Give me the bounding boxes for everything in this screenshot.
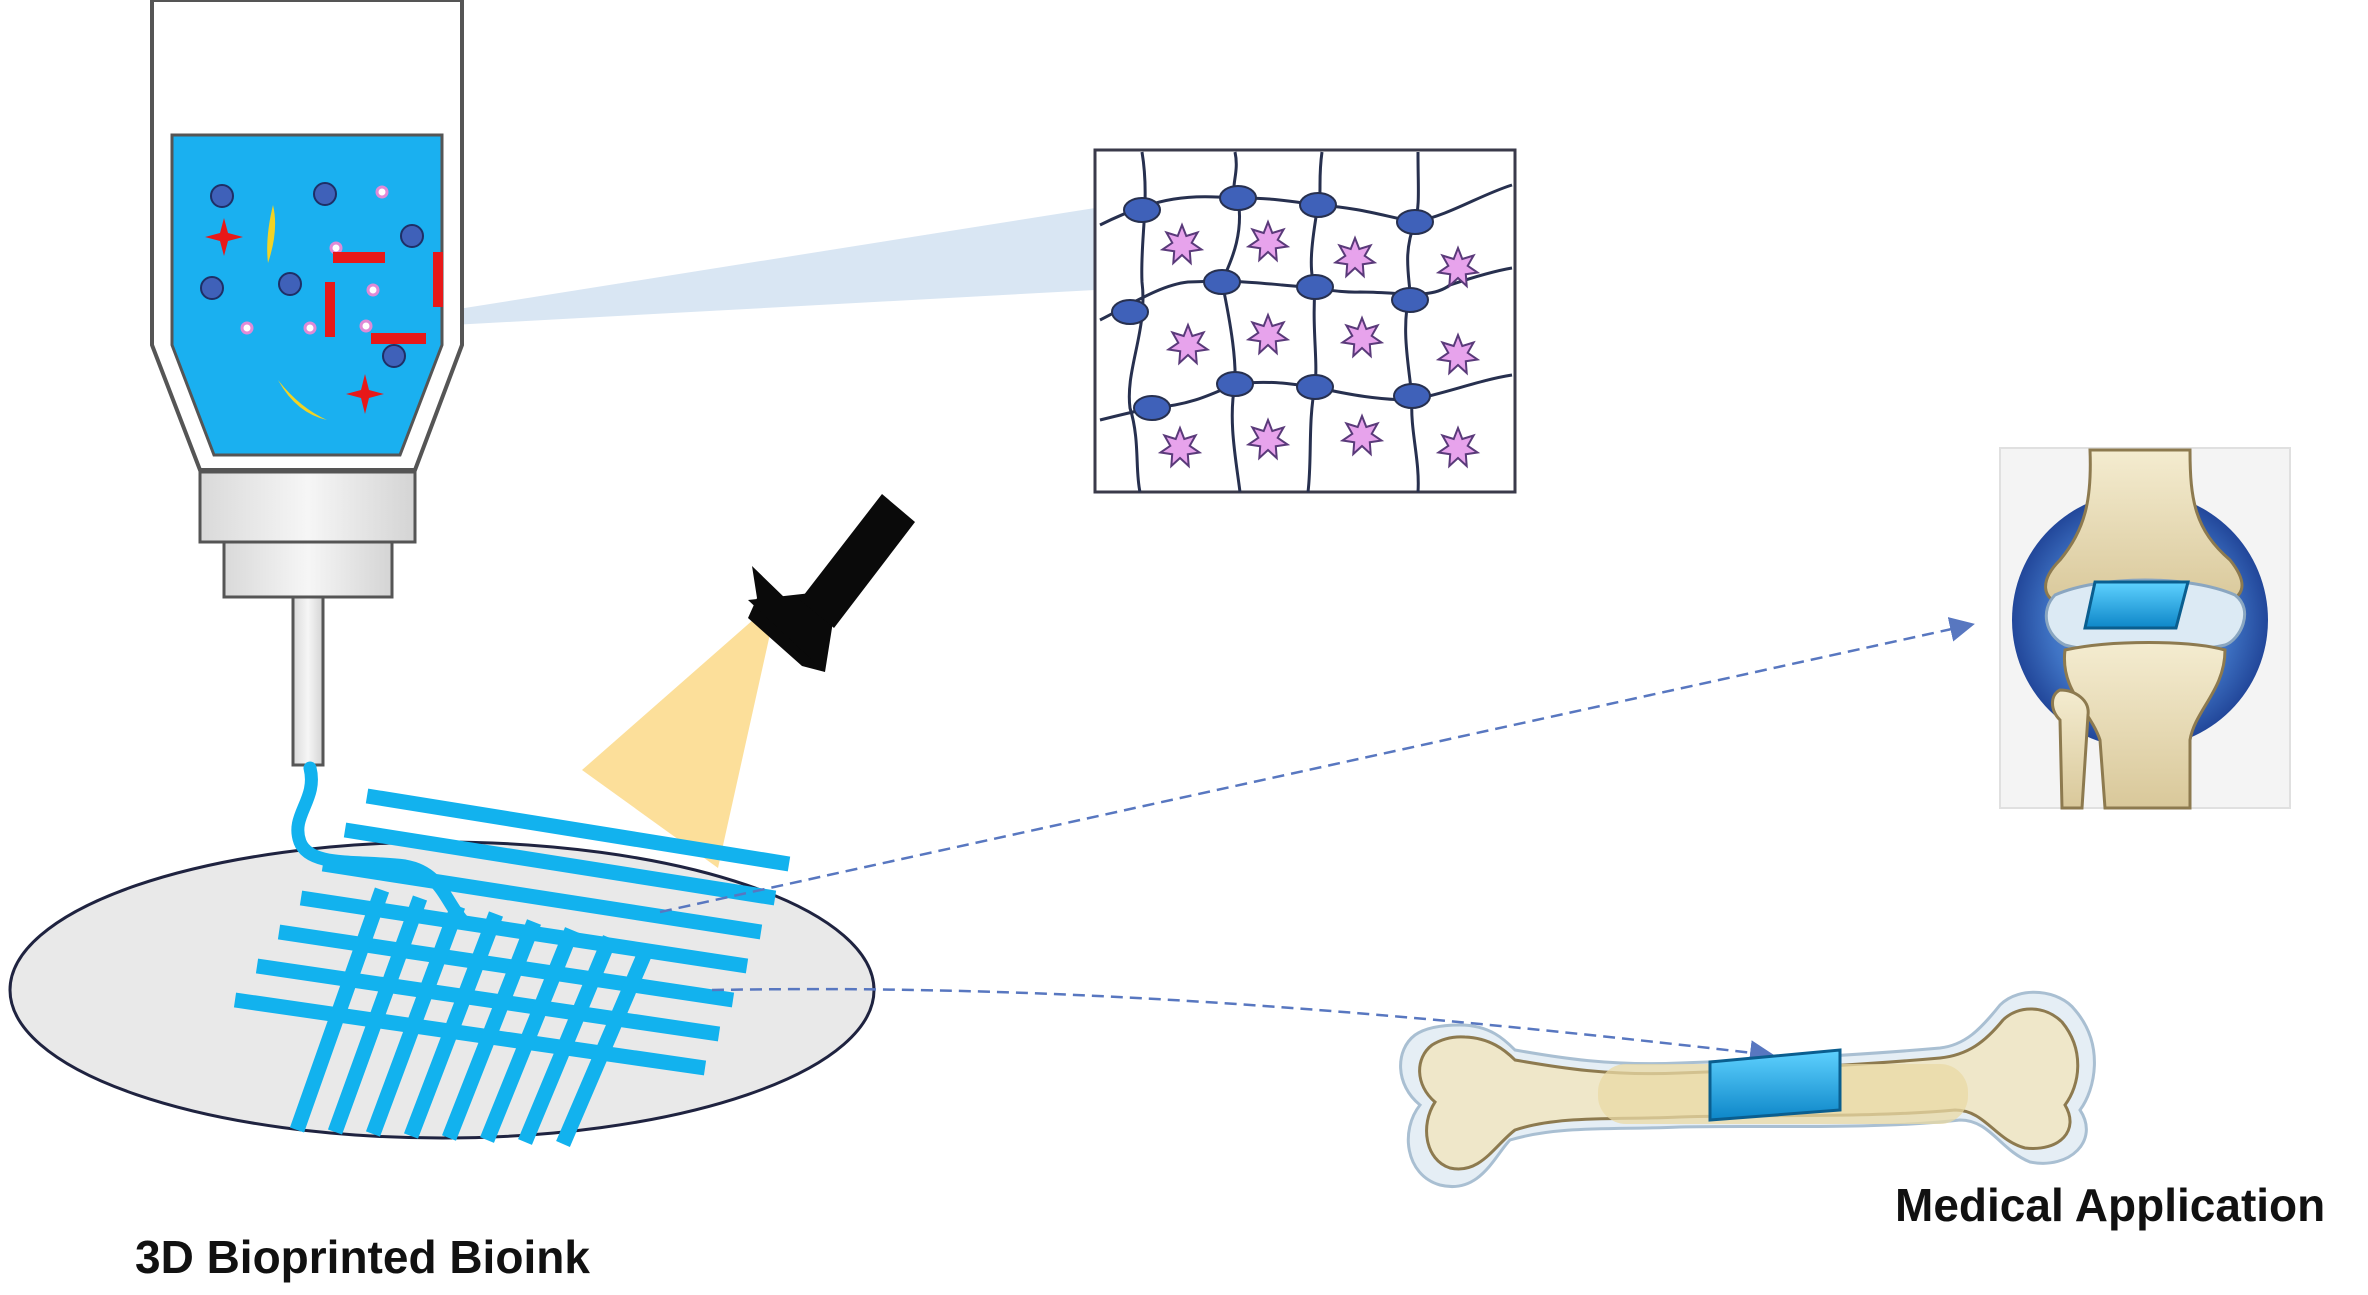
long-bone-icon xyxy=(1399,990,2096,1189)
crosslink-node xyxy=(1123,197,1161,223)
scaffold-strand xyxy=(289,887,390,1133)
scaffold-strand xyxy=(365,788,791,872)
particle xyxy=(240,321,254,335)
encapsulated-particle xyxy=(1245,219,1291,263)
knee-implant xyxy=(2083,580,2190,630)
cell xyxy=(400,224,424,248)
cartridge-cap xyxy=(222,540,394,599)
encapsulated-particle xyxy=(1245,417,1291,461)
scaffold-strand xyxy=(556,943,655,1147)
scaffold-strand xyxy=(277,924,735,1008)
encapsulated-particle xyxy=(1159,222,1205,266)
red-star xyxy=(346,374,384,414)
printed-scaffold-dish xyxy=(8,761,876,1147)
crosslink-node xyxy=(1296,374,1334,400)
yellow-fiber xyxy=(267,205,276,263)
particle xyxy=(303,321,317,335)
cell xyxy=(210,184,234,208)
scaffold-strand xyxy=(518,935,617,1145)
particle xyxy=(366,283,380,297)
scaffold-strand xyxy=(233,992,707,1076)
scaffold-strand xyxy=(321,856,763,940)
particle xyxy=(375,185,389,199)
knee-joint-icon xyxy=(1999,447,2291,810)
encapsulated-particle xyxy=(1332,235,1378,279)
nozzle xyxy=(291,595,325,767)
scaffold-strand xyxy=(403,911,504,1139)
encapsulated-particle xyxy=(1435,425,1481,469)
hydrogel-network-inset xyxy=(1093,148,1517,494)
bioink-reservoir xyxy=(170,133,444,457)
red-fiber xyxy=(333,252,385,263)
red-star xyxy=(205,218,243,256)
scaffold-strand xyxy=(480,927,579,1143)
cartridge-collar xyxy=(198,470,417,544)
encapsulated-particle xyxy=(1245,312,1291,356)
reservoir-cells xyxy=(200,182,424,368)
flashlight-handle xyxy=(800,494,915,628)
bone-implant xyxy=(1708,1048,1842,1122)
arrow-to-bone xyxy=(711,987,1775,1066)
flashlight-icon xyxy=(582,494,915,868)
crosslink-node xyxy=(1203,269,1241,295)
particle xyxy=(329,241,343,255)
crosslink-node xyxy=(1216,371,1254,397)
bioprinted-bioink-label: 3D Bioprinted Bioink xyxy=(135,1231,590,1283)
particle xyxy=(359,319,373,333)
encapsulated-particle xyxy=(1339,413,1385,457)
crosslink-node xyxy=(1396,209,1434,235)
scaffold-strand xyxy=(327,895,428,1135)
scaffold-grid xyxy=(233,788,791,1147)
crosslink-nodes xyxy=(1111,185,1434,421)
encapsulated-particle xyxy=(1435,332,1481,376)
crosslink-node xyxy=(1133,395,1171,421)
cell xyxy=(382,344,406,368)
red-fiber xyxy=(371,333,426,344)
crosslink-node xyxy=(1296,274,1334,300)
zoom-beam xyxy=(452,208,1095,325)
crosslink-node xyxy=(1219,185,1257,211)
red-fiber xyxy=(433,252,443,307)
scaffold-strand xyxy=(442,919,541,1141)
cell xyxy=(313,182,337,206)
cell xyxy=(278,272,302,296)
crosslink-node xyxy=(1391,287,1429,313)
encapsulated-particle xyxy=(1165,322,1211,366)
encapsulated-particle xyxy=(1435,245,1481,289)
crosslink-node xyxy=(1111,299,1149,325)
medical-application-label: Medical Application xyxy=(1895,1179,2326,1231)
crosslink-node xyxy=(1393,383,1431,409)
encapsulated-particles xyxy=(1157,219,1481,469)
encapsulated-particle xyxy=(1157,425,1203,469)
scaffold-strand xyxy=(343,822,777,906)
scaffold-strand xyxy=(365,903,466,1137)
reservoir-red-fibers xyxy=(325,252,443,344)
crosslink-node xyxy=(1299,192,1337,218)
cell xyxy=(200,276,224,300)
fibula xyxy=(2051,688,2090,810)
light-beam xyxy=(582,598,778,868)
bioprinter-cartridge xyxy=(150,0,464,767)
arrow-to-knee xyxy=(659,617,1975,914)
scaffold-strand xyxy=(255,958,721,1042)
encapsulated-particle xyxy=(1339,315,1385,359)
red-fiber xyxy=(325,282,335,337)
